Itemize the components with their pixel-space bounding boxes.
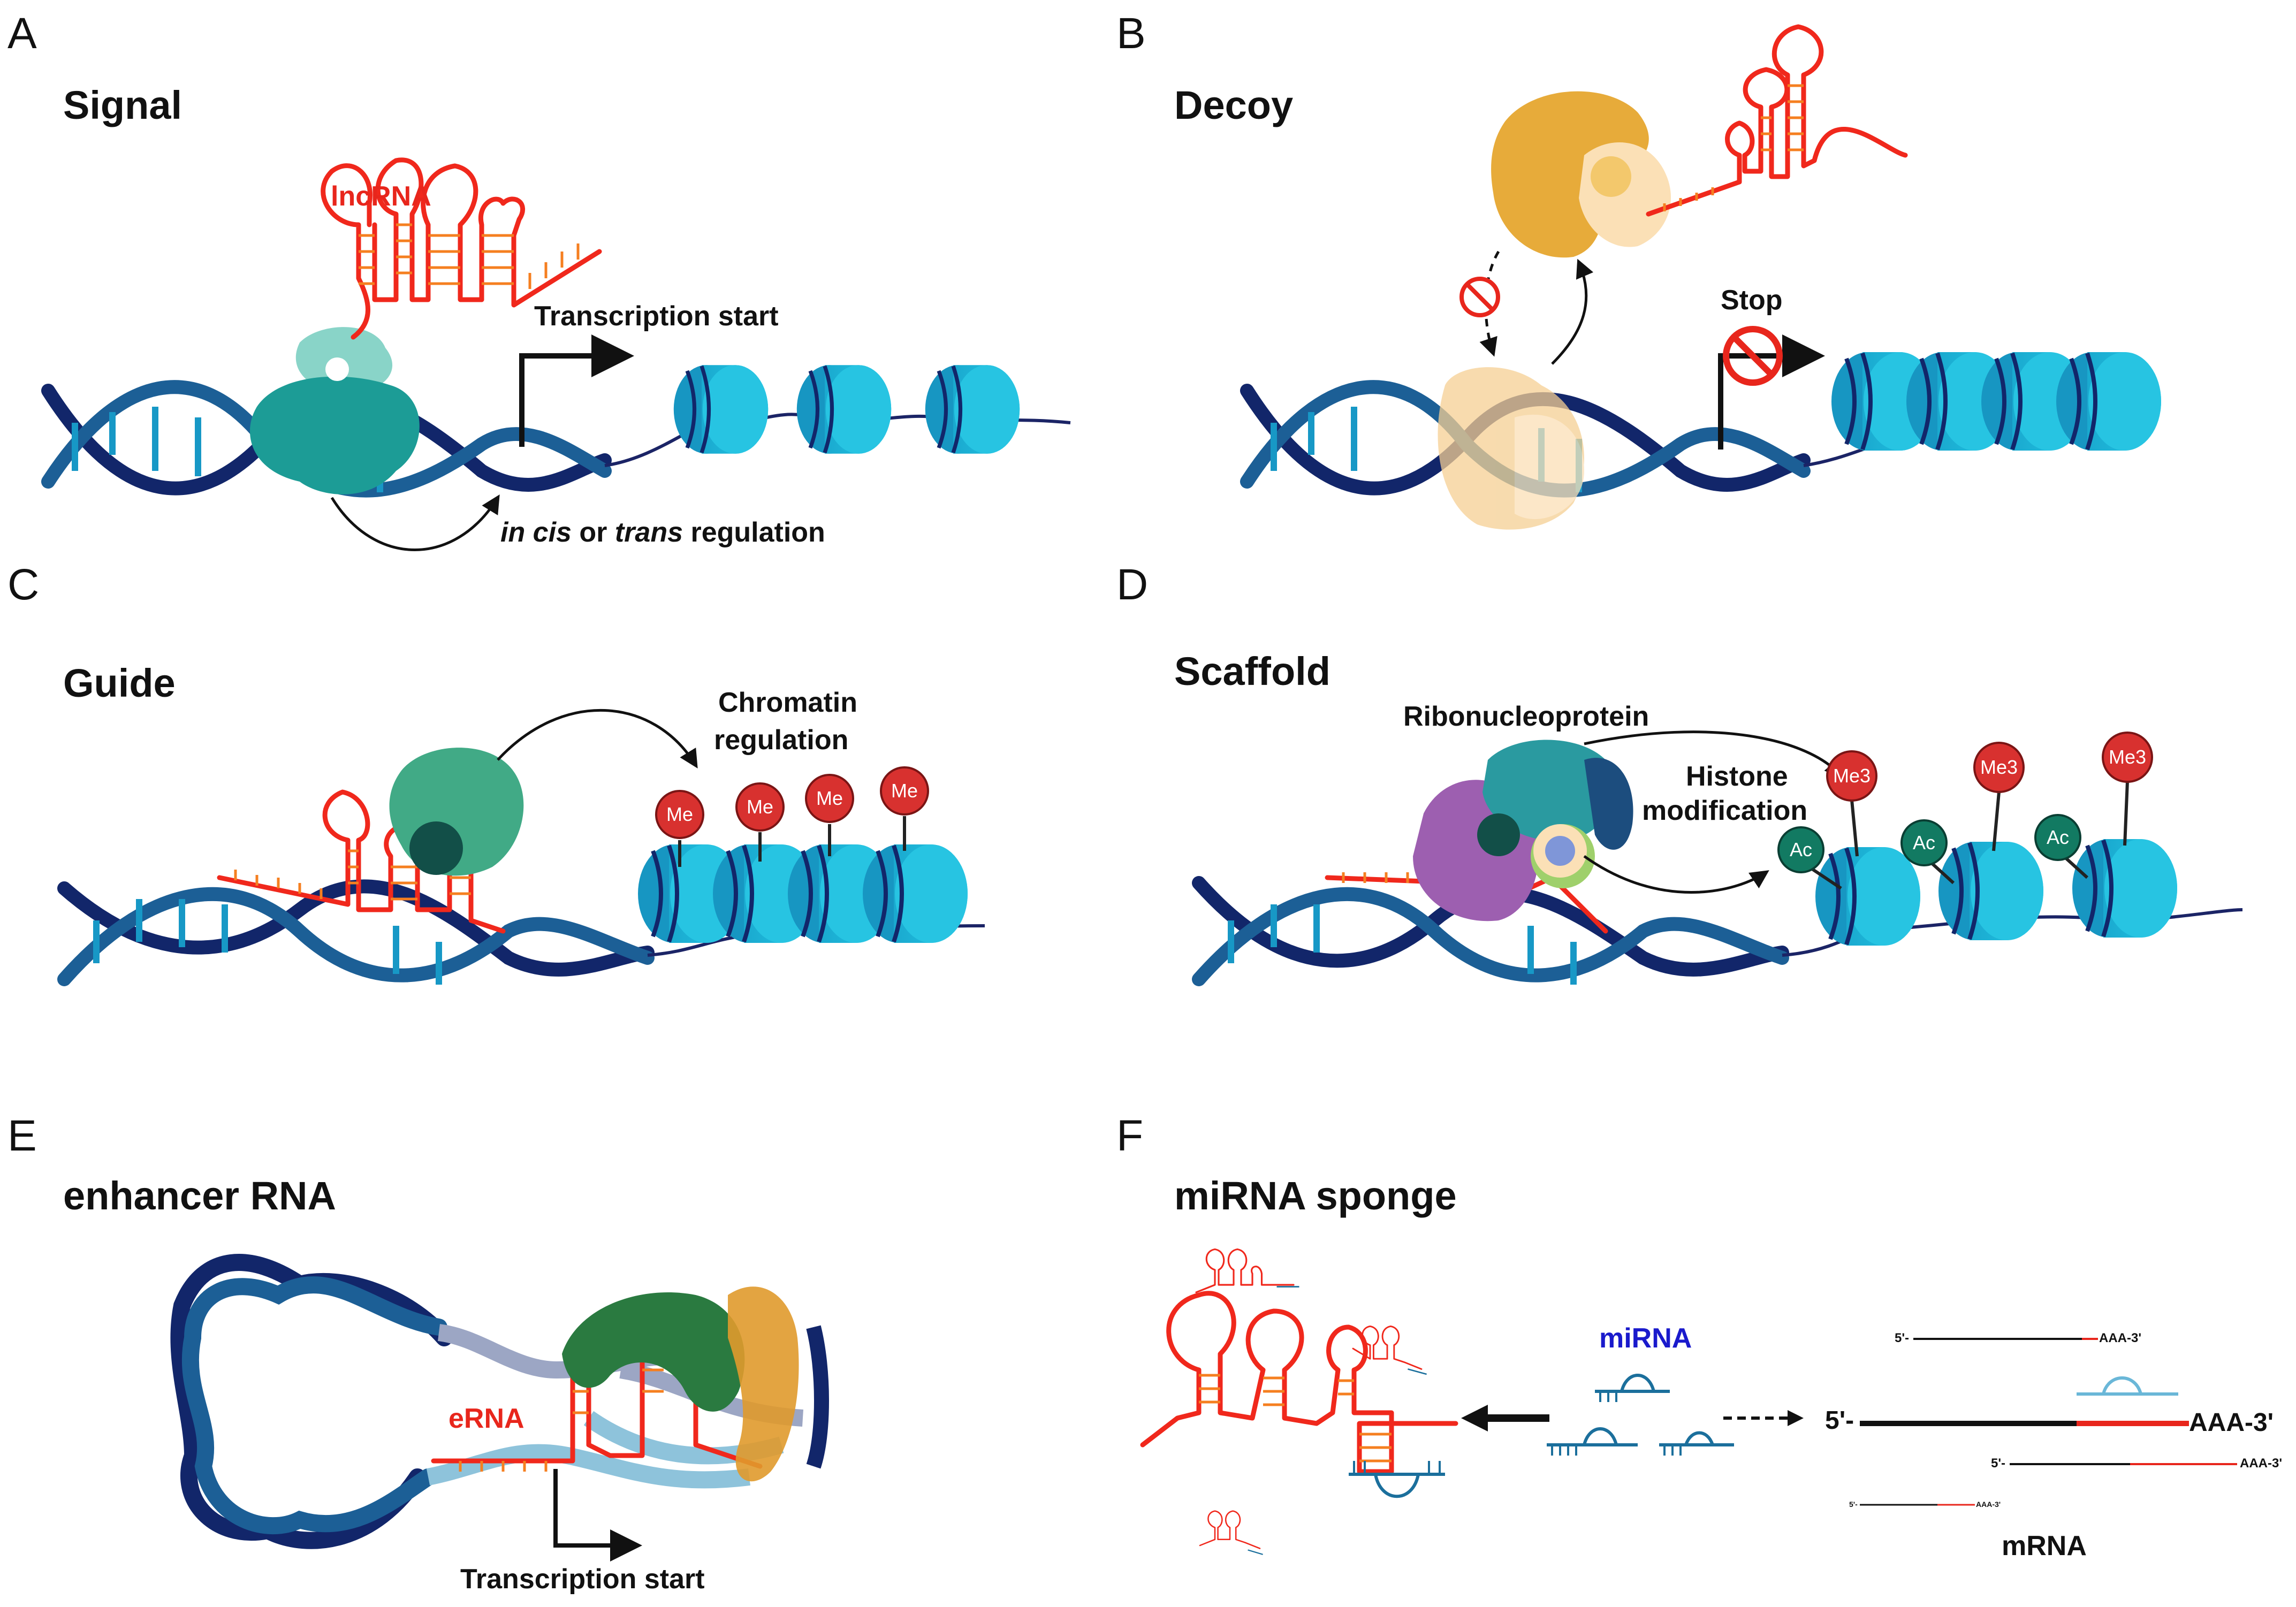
no-entry-icon [1459,277,1500,317]
lncrna-sponge-small [1195,1248,1299,1293]
svg-text:AAA-3': AAA-3' [2240,1456,2282,1471]
me-mark: Me [655,790,704,839]
mrna-label: mRNA [2002,1530,2087,1562]
release-arrow [1551,258,1594,365]
dna-helix [1192,876,1864,986]
svg-text:Ac: Ac [1790,839,1812,860]
lncrna-decoy [1646,24,1908,217]
methyl-marks: Me Me Me Me [655,766,929,867]
transcription-start-label: Transcription start [460,1564,705,1595]
ribonucleoprotein-complex [1413,740,1633,921]
panel-letter: F [1116,1111,1143,1160]
ac-mark: Ac [2034,814,2081,861]
nucleosome-array [638,844,985,943]
svg-text:Me: Me [891,780,918,802]
lncrna-sponge-small [1199,1510,1263,1555]
dna-helix [57,879,739,986]
lncrna-sponge [1140,1291,1458,1498]
lncrna-molecule [321,157,602,340]
histone-modification-label: modification [1642,795,1807,826]
svg-text:Me3: Me3 [1833,765,1871,787]
svg-text:Me3: Me3 [1980,756,2018,778]
chromatin-regulation-label: regulation [714,725,848,756]
mrna-strand-bound: 5'- AAA-3' [1825,1376,2274,1437]
svg-text:Ac: Ac [2047,826,2069,848]
erna-label: eRNA [448,1403,524,1434]
me3-mark: Me3 [2102,732,2153,783]
mirna-label: miRNA [1599,1323,1692,1354]
mrna-strand: 5'- AAA-3' [1849,1500,2001,1509]
svg-text:Me3: Me3 [2109,746,2146,768]
svg-text:5'-: 5'- [1895,1331,1909,1345]
svg-text:5'-: 5'- [1991,1456,2005,1471]
mrna-strand: 5'- AAA-3' [1991,1456,2282,1471]
me-mark: Me [805,774,854,823]
panel-c: C Guide [7,560,985,986]
mirna-molecule [1547,1374,1734,1446]
panel-b: B Decoy [1116,9,2161,530]
transcription-start-arrow [519,334,634,447]
regulation-arrow [330,494,500,551]
svg-text:5'-: 5'- [1849,1500,1858,1509]
nucleosome-array [1815,839,2243,946]
me3-mark: Me3 [1973,742,2025,793]
panel-title: miRNA sponge [1174,1174,1457,1218]
svg-text:AAA-3': AAA-3' [1976,1500,2001,1509]
histone-marks: Me3 Me3 Me3 Ac Ac Ac [1777,732,2153,890]
panel-letter: D [1116,560,1148,609]
transcription-start-arrow [553,1469,642,1562]
panel-letter: E [7,1111,37,1160]
panel-e: E enhancer RNA eRNA [7,1111,829,1595]
panel-d: D Scaffold [1116,560,2243,986]
protein-complex [562,1286,829,1482]
lncrna-sponge-small [1352,1325,1427,1375]
protein-bound [1438,367,1584,530]
protein-decoyed [1491,91,1671,258]
svg-text:Me: Me [666,803,693,825]
panel-title: Guide [63,661,176,705]
stop-label: Stop [1721,285,1783,316]
histone-modification-label: Histone [1686,761,1788,792]
svg-text:Me: Me [747,796,773,818]
svg-text:Me: Me [816,787,843,809]
ac-mark: Ac [1900,819,1948,866]
mrna-strand: 5'- AAA-3' [1895,1331,2141,1345]
transcription-start-arrow [1718,334,1825,450]
panel-title: Signal [63,83,182,127]
nucleosome-array [1831,352,2161,451]
panel-a: A Signal [7,9,1071,551]
panel-letter: A [7,9,37,58]
svg-text:AAA-3': AAA-3' [2189,1408,2274,1437]
ribonucleoprotein-label: Ribonucleoprotein [1403,701,1649,732]
panel-f: F miRNA sponge [1116,1111,2282,1562]
nucleosome-array [674,365,1071,454]
stop-icon [1723,326,1783,386]
panel-letter: C [7,560,39,609]
protein-complex [389,748,524,876]
svg-text:AAA-3': AAA-3' [2099,1331,2141,1345]
lncrna-label: lncRNA [331,181,431,212]
mirna-teeth [1551,1391,1682,1456]
cis-trans-label: in cis or trans regulation [500,517,825,548]
transcription-start-label: Transcription start [534,301,779,332]
histone-modification-arrow [1583,855,1769,894]
me-mark: Me [880,766,929,816]
me3-mark: Me3 [1826,750,1877,802]
svg-text:5'-: 5'- [1825,1406,1854,1435]
panel-title: Decoy [1174,83,1293,127]
panel-title: Scaffold [1174,649,1331,694]
me-mark: Me [735,782,785,832]
histone-modification-arrow [1584,730,1844,779]
ac-mark: Ac [1777,826,1824,873]
panel-letter: B [1116,9,1146,58]
svg-text:Ac: Ac [1913,832,1935,854]
protein-complex [249,327,420,494]
chromatin-regulation-label: Chromatin [718,687,857,718]
chromatin-regulation-arrow [497,709,698,768]
panel-title: enhancer RNA [63,1174,336,1218]
